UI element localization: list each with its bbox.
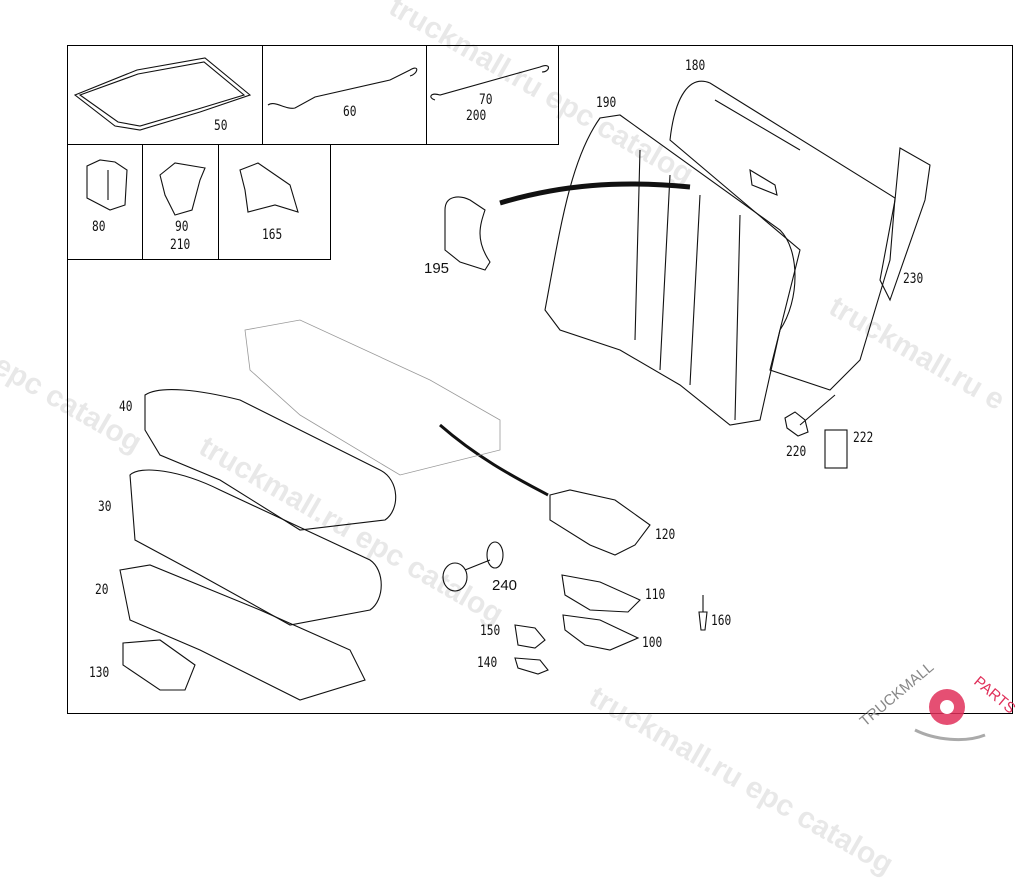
label-180[interactable]: 180 [685, 58, 706, 74]
label-120[interactable]: 120 [655, 527, 676, 543]
part-222-clip [824, 429, 848, 469]
label-40[interactable]: 40 [119, 399, 133, 415]
inset-box-90-210 [142, 144, 219, 260]
label-90: 90 [175, 219, 189, 235]
inset-box-80 [67, 144, 143, 260]
part-160-screw [698, 595, 708, 631]
label-60: 60 [343, 104, 357, 120]
arrow-220-to-backrest [799, 394, 836, 426]
arrow-195-to-backrest [499, 181, 691, 206]
label-195[interactable]: 195 [424, 260, 450, 277]
part-165-clip [239, 162, 299, 213]
label-165: 165 [262, 227, 283, 243]
part-130-block [122, 639, 196, 691]
logo-text-right: PARTS [970, 673, 1018, 717]
part-120-pad [549, 489, 651, 556]
part-50-wire-frame [73, 57, 252, 131]
label-30[interactable]: 30 [98, 499, 112, 515]
part-230-strip [879, 147, 931, 302]
part-100-bracket [562, 614, 640, 651]
label-240[interactable]: 240 [492, 577, 518, 594]
label-222[interactable]: 222 [853, 430, 874, 446]
arrow-seat-to-frame [439, 423, 549, 497]
part-70-hook [430, 65, 550, 101]
part-30-cushion [129, 469, 382, 626]
label-110[interactable]: 110 [645, 587, 666, 603]
label-20[interactable]: 20 [95, 582, 109, 598]
part-220-bolt [784, 411, 809, 437]
label-160[interactable]: 160 [711, 613, 732, 629]
part-20-seat-pan [119, 564, 366, 701]
label-220[interactable]: 220 [786, 444, 807, 460]
logo-text-left: TRUCKMALL [857, 659, 938, 730]
label-150[interactable]: 150 [480, 623, 501, 639]
inset-box-165 [218, 144, 331, 260]
inset-box-70-200 [426, 45, 559, 145]
part-110-block [561, 574, 641, 613]
label-230[interactable]: 230 [903, 271, 924, 287]
part-140-bezel [514, 657, 549, 675]
part-190-backrest [544, 114, 796, 426]
label-100[interactable]: 100 [642, 635, 663, 651]
part-40-cushion [144, 389, 397, 531]
label-50: 50 [214, 118, 228, 134]
part-60-spring [267, 67, 418, 109]
label-200: 200 [466, 108, 487, 124]
part-240-grommet [442, 562, 468, 592]
label-210: 210 [170, 237, 191, 253]
truckmall-parts-logo: TRUCKMALL PARTS [857, 659, 1019, 741]
parts-illustration [73, 57, 931, 701]
label-80: 80 [92, 219, 106, 235]
label-70: 70 [479, 92, 493, 108]
label-130[interactable]: 130 [89, 665, 110, 681]
part-150-button [514, 624, 546, 649]
seat-frame-ghost [244, 319, 501, 476]
label-190[interactable]: 190 [596, 95, 617, 111]
part-90-clip [159, 162, 206, 216]
part-80-clip [86, 159, 128, 211]
label-140[interactable]: 140 [477, 655, 498, 671]
part-180-backrest [669, 80, 896, 391]
inset-box-60 [262, 45, 427, 145]
part-195-cap [444, 196, 491, 271]
